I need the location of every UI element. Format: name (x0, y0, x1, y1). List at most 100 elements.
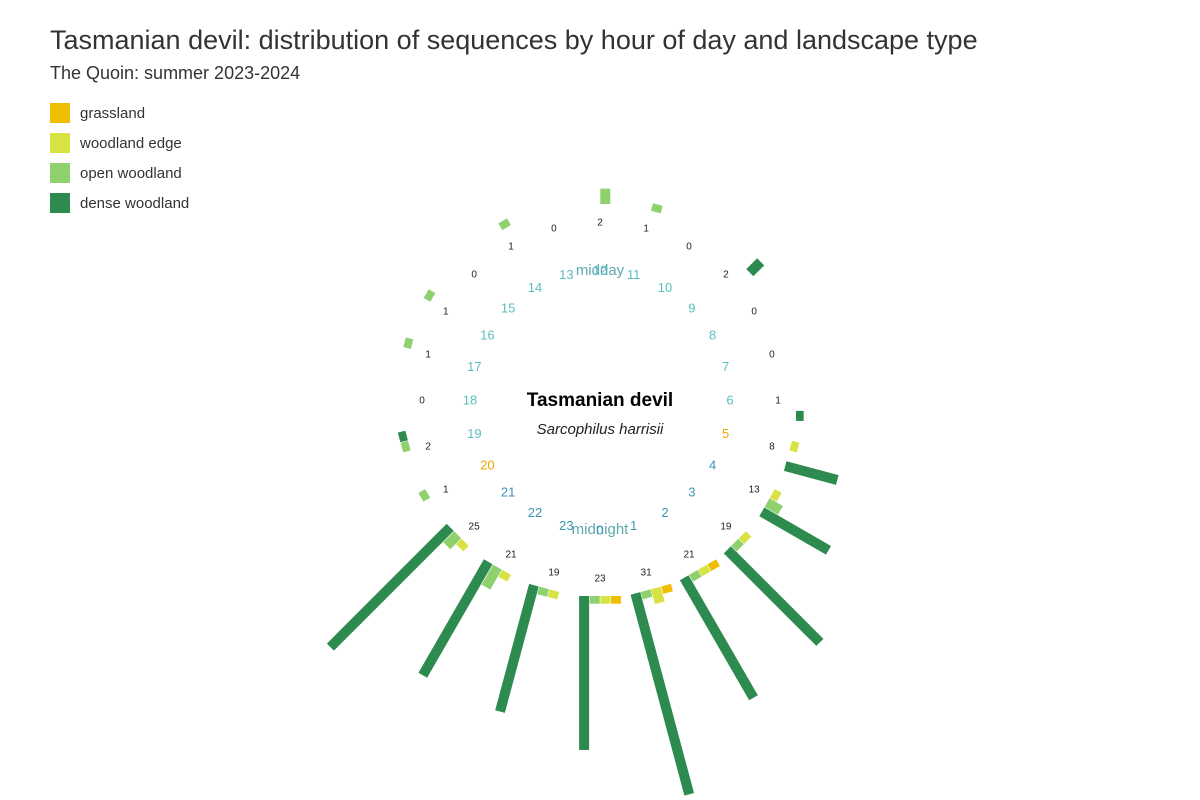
hour-label-6: 6 (726, 393, 733, 408)
legend-swatch-dense-woodland (50, 193, 70, 213)
legend-item-woodland-edge[interactable]: woodland edge (50, 128, 189, 158)
hour-label-22: 22 (528, 505, 542, 520)
hour-label-17: 17 (467, 359, 481, 374)
hour-label-21: 21 (501, 484, 515, 499)
count-label-6: 1 (775, 396, 781, 407)
hour-label-16: 16 (480, 328, 494, 343)
legend-label-dense-woodland: dense woodland (80, 194, 190, 212)
count-label-0: 23 (594, 574, 606, 585)
legend-label-woodland-edge: woodland edge (80, 134, 182, 152)
bar-dense-woodland-hour-2[interactable] (679, 575, 758, 701)
bar-open-woodland-hour-4[interactable] (764, 498, 783, 515)
count-label-1: 31 (641, 567, 653, 578)
center-title: Tasmanian devil (527, 390, 673, 411)
bar-dense-woodland-hour-5[interactable] (783, 461, 839, 485)
hour-label-13: 13 (559, 267, 573, 282)
bar-open-woodland-hour-20[interactable] (418, 489, 431, 502)
count-label-14: 1 (508, 241, 514, 252)
bar-open-woodland-hour-17[interactable] (403, 337, 414, 350)
bar-open-woodland-hour-22[interactable] (481, 564, 502, 590)
bar-grassland-hour-2[interactable] (707, 559, 720, 571)
bar-open-woodland-hour-21[interactable] (443, 531, 462, 550)
count-label-7: 0 (769, 349, 775, 360)
count-label-11: 1 (643, 224, 649, 235)
bar-woodland-edge-hour-5[interactable] (789, 440, 800, 453)
bar-dense-woodland-hour-23[interactable] (495, 583, 539, 713)
bar-woodland-edge-hour-21[interactable] (456, 538, 469, 552)
count-label-4: 13 (749, 485, 761, 496)
bar-open-woodland-hour-14[interactable] (498, 218, 511, 231)
bar-dense-woodland-hour-1[interactable] (630, 592, 695, 796)
bar-dense-woodland-hour-21[interactable] (326, 523, 454, 651)
hour-label-18: 18 (463, 393, 477, 408)
midnight-label: midnight (572, 521, 630, 538)
chart-subtitle: The Quoin: summer 2023-2024 (50, 63, 301, 83)
legend-swatch-woodland-edge (50, 133, 70, 153)
bars (326, 188, 839, 796)
hour-label-8: 8 (709, 328, 716, 343)
legend-label-open-woodland: open woodland (80, 164, 182, 182)
legend-swatch-grassland (50, 103, 70, 123)
count-label-8: 0 (751, 307, 757, 318)
count-label-12: 2 (597, 218, 603, 229)
bar-grassland-hour-1[interactable] (661, 583, 673, 594)
bar-woodland-edge-hour-22[interactable] (498, 569, 511, 582)
bar-open-woodland-hour-16[interactable] (423, 289, 436, 302)
bar-dense-woodland-hour-19[interactable] (397, 430, 408, 443)
midday-label: midday (576, 262, 625, 279)
bar-woodland-edge-hour-1[interactable] (650, 586, 665, 605)
hour-label-11: 11 (627, 267, 641, 282)
legend-swatch-open-woodland (50, 163, 70, 183)
hour-label-10: 10 (658, 280, 672, 295)
bar-open-woodland-hour-2[interactable] (689, 569, 702, 582)
count-label-13: 0 (551, 224, 557, 235)
hour-label-0: 0 (596, 523, 603, 538)
bar-open-woodland-hour-19[interactable] (400, 440, 411, 453)
count-label-9: 2 (723, 270, 729, 281)
count-label-16: 1 (443, 307, 449, 318)
legend-item-grassland[interactable]: grassland (50, 98, 189, 128)
hour-label-3: 3 (688, 484, 695, 499)
bar-woodland-edge-hour-3[interactable] (738, 531, 752, 544)
bar-woodland-edge-hour-2[interactable] (698, 564, 711, 577)
legend-label-grassland: grassland (80, 104, 146, 122)
bar-woodland-edge-hour-23[interactable] (547, 589, 560, 600)
hour-label-9: 9 (688, 301, 695, 316)
bar-woodland-edge-hour-4[interactable] (769, 489, 782, 502)
count-label-3: 19 (720, 521, 732, 532)
hour-label-19: 19 (467, 426, 481, 441)
count-label-19: 2 (425, 442, 431, 453)
count-label-22: 21 (505, 550, 517, 561)
count-label-5: 8 (769, 442, 775, 453)
hour-label-14: 14 (528, 280, 542, 295)
bar-dense-woodland-hour-22[interactable] (418, 559, 493, 678)
legend: grassland woodland edge open woodland de… (50, 98, 189, 218)
count-label-18: 0 (419, 396, 425, 407)
center-subtitle: Sarcophilus harrisii (537, 421, 664, 438)
hour-label-12: 12 (593, 263, 607, 278)
bar-open-woodland-hour-3[interactable] (731, 538, 744, 552)
hour-label-20: 20 (480, 458, 494, 473)
count-label-21: 25 (469, 521, 481, 532)
hour-label-23: 23 (559, 518, 573, 533)
bar-open-woodland-hour-23[interactable] (537, 586, 550, 597)
count-label-20: 1 (443, 485, 449, 496)
hour-label-2: 2 (661, 505, 668, 520)
bar-dense-woodland-hour-4[interactable] (759, 507, 831, 555)
bar-open-woodland-hour-1[interactable] (640, 589, 653, 600)
count-label-23: 19 (548, 567, 560, 578)
bar-open-woodland-hour-11[interactable] (650, 203, 663, 214)
hour-label-15: 15 (501, 301, 515, 316)
hour-label-5: 5 (722, 426, 729, 441)
legend-item-open-woodland[interactable]: open woodland (50, 158, 189, 188)
count-label-15: 0 (471, 270, 477, 281)
bar-dense-woodland-hour-3[interactable] (723, 546, 824, 646)
hour-label-7: 7 (722, 359, 729, 374)
bar-dense-woodland-hour-9[interactable] (746, 258, 765, 277)
hour-label-1: 1 (630, 518, 637, 533)
chart-title: Tasmanian devil: distribution of sequenc… (50, 25, 978, 55)
legend-item-dense-woodland[interactable]: dense woodland (50, 188, 189, 218)
